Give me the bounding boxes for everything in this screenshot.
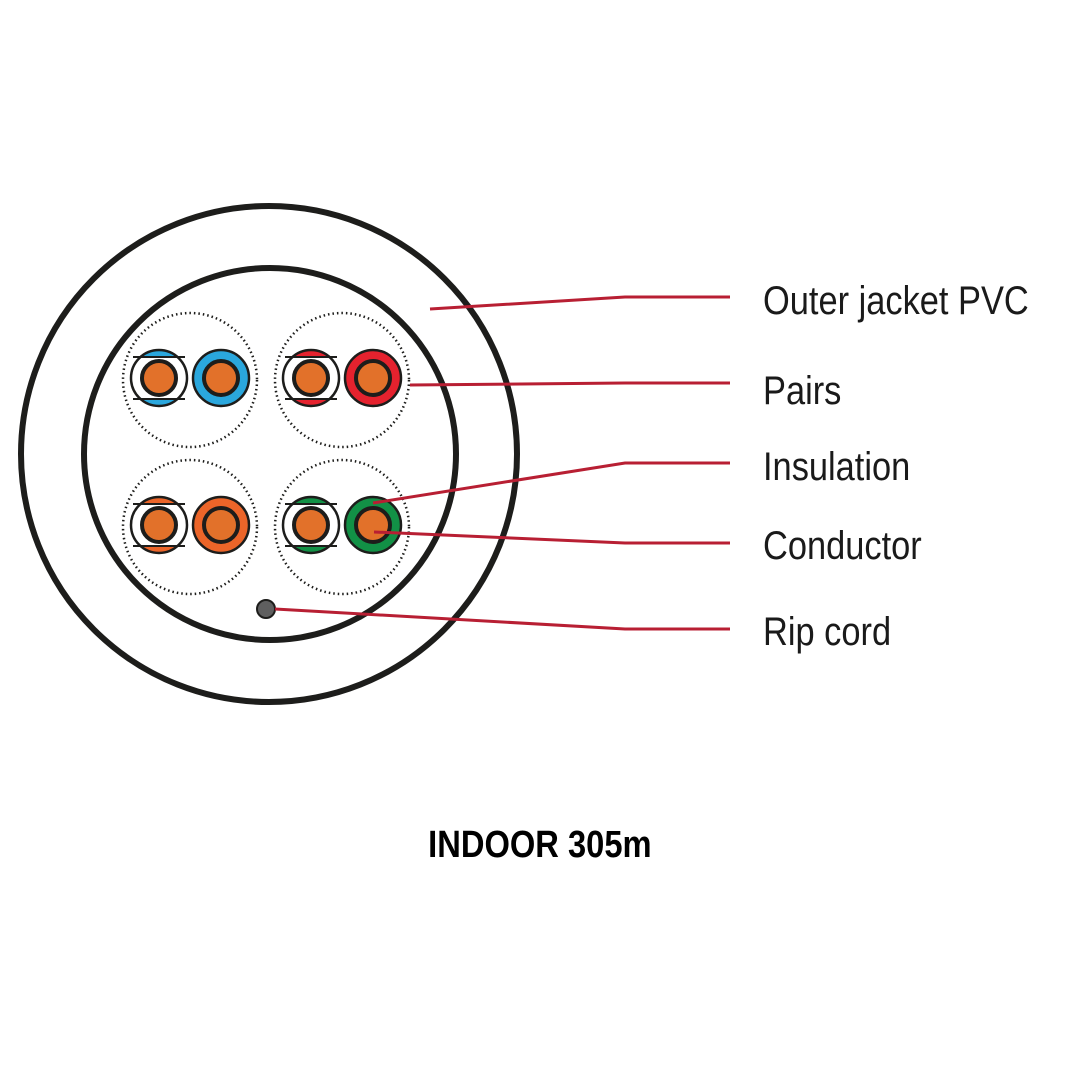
conductor [292, 506, 330, 544]
conductor [202, 506, 240, 544]
solid-wire-red [343, 348, 403, 408]
leader-line-pairs [409, 381, 730, 387]
leader-line-insulation [372, 461, 730, 505]
conductor [140, 506, 178, 544]
pair-red [273, 311, 411, 449]
conductor [140, 359, 178, 397]
pair-blue [121, 311, 259, 449]
caption-text: INDOOR 305m [428, 824, 652, 866]
leader-line-rip-cord [274, 607, 730, 631]
conductor [354, 359, 392, 397]
label-outer-jacket: Outer jacket PVC [763, 279, 1029, 323]
pair-boundary [273, 458, 411, 596]
solid-wire-green [343, 495, 403, 555]
leader-line-conductor [373, 530, 730, 545]
label-pairs: Pairs [763, 369, 842, 413]
inner-sheath [81, 265, 459, 643]
pair-green [273, 458, 411, 596]
leader-line-outer-jacket [429, 295, 730, 311]
label-rip-cord: Rip cord [763, 610, 892, 654]
label-insulation: Insulation [763, 445, 911, 489]
striped-wire-red [281, 348, 341, 408]
pair-boundary [273, 311, 411, 449]
label-conductor: Conductor [763, 524, 922, 568]
pair-boundary [121, 458, 259, 596]
leader-lines [274, 295, 730, 631]
solid-wire-orange [191, 495, 251, 555]
striped-wire-green [281, 495, 341, 555]
caption: INDOOR 305m [0, 826, 1080, 864]
pair-orange [121, 458, 259, 596]
striped-wire-orange [129, 495, 189, 555]
conductor [292, 359, 330, 397]
conductor [354, 506, 392, 544]
striped-wire-blue [129, 348, 189, 408]
conductor [202, 359, 240, 397]
pairs-group [121, 311, 411, 596]
pair-boundary [121, 311, 259, 449]
solid-wire-blue [191, 348, 251, 408]
rip-cord [256, 599, 276, 619]
